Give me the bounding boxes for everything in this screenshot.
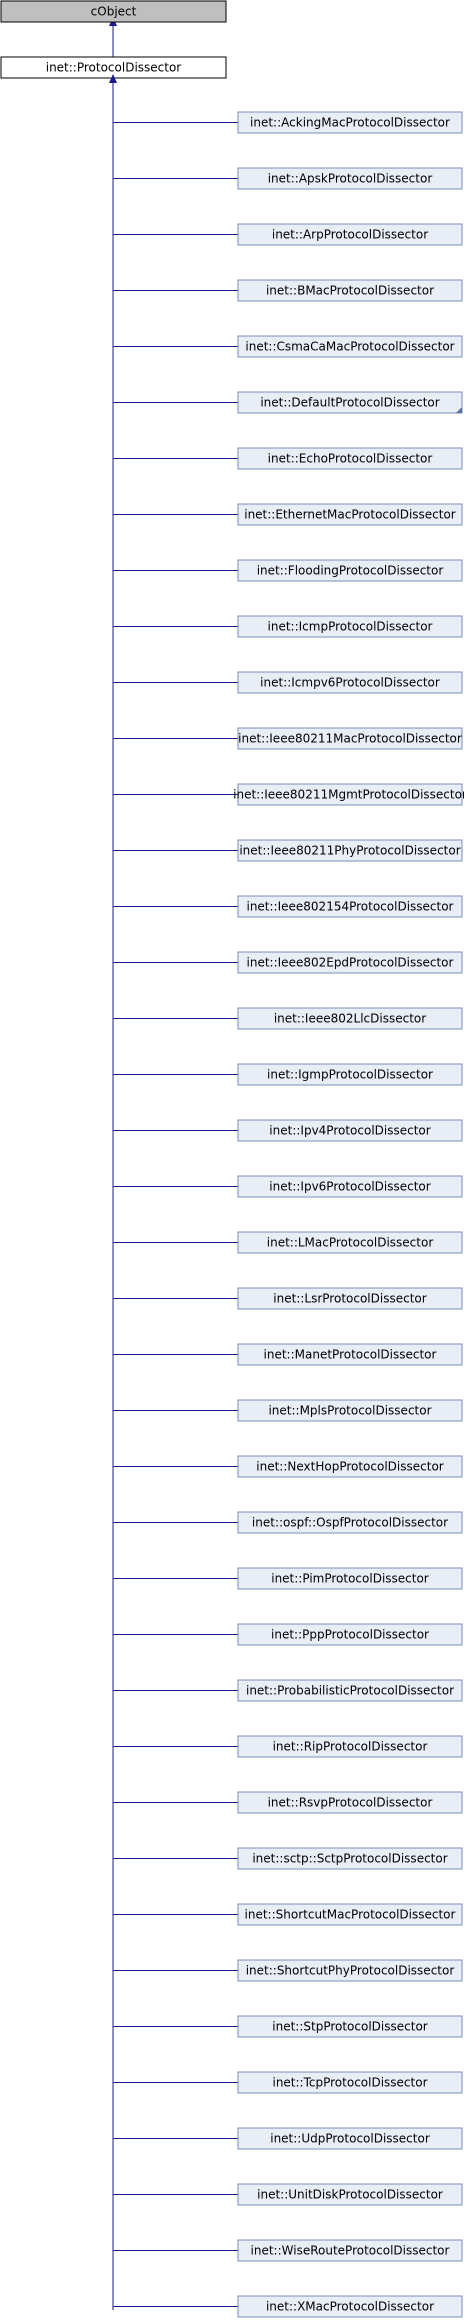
derived-class-node[interactable]: inet::DefaultProtocolDissector	[237, 391, 463, 414]
derived-class-node[interactable]: inet::RsvpProtocolDissector	[237, 1791, 463, 1814]
derived-class-label: inet::LsrProtocolDissector	[273, 1292, 426, 1306]
derived-class-label: inet::Ieee802154ProtocolDissector	[246, 900, 453, 914]
derived-class-node[interactable]: inet::sctp::SctpProtocolDissector	[237, 1847, 463, 1870]
derived-class-node[interactable]: inet::IcmpProtocolDissector	[237, 615, 463, 638]
derived-class-label: inet::ApskProtocolDissector	[268, 172, 433, 186]
derived-class-label: inet::LMacProtocolDissector	[267, 1236, 434, 1250]
derived-class-label: inet::UnitDiskProtocolDissector	[257, 2188, 443, 2202]
derived-class-node[interactable]: inet::TcpProtocolDissector	[237, 2071, 463, 2094]
derived-class-node[interactable]: inet::Ipv6ProtocolDissector	[237, 1175, 463, 1198]
derived-class-label: inet::AckingMacProtocolDissector	[250, 116, 450, 130]
derived-class-node[interactable]: inet::StpProtocolDissector	[237, 2015, 463, 2038]
derived-class-node[interactable]: inet::UdpProtocolDissector	[237, 2127, 463, 2150]
derived-class-label: inet::ArpProtocolDissector	[272, 228, 428, 242]
derived-class-node[interactable]: inet::CsmaCaMacProtocolDissector	[237, 335, 463, 358]
derived-class-node[interactable]: inet::ProbabilisticProtocolDissector	[237, 1679, 463, 1702]
derived-class-label: inet::RsvpProtocolDissector	[268, 1796, 433, 1810]
derived-class-node[interactable]: inet::Ieee80211PhyProtocolDissector	[237, 839, 463, 862]
derived-class-node[interactable]: inet::ospf::OspfProtocolDissector	[237, 1511, 463, 1534]
derived-class-node[interactable]: inet::ShortcutPhyProtocolDissector	[237, 1959, 463, 1982]
derived-class-node[interactable]: inet::WiseRouteProtocolDissector	[237, 2239, 463, 2262]
derived-class-node[interactable]: inet::ArpProtocolDissector	[237, 223, 463, 246]
derived-class-node[interactable]: inet::EthernetMacProtocolDissector	[237, 503, 463, 526]
root-class-label: cObject	[91, 5, 137, 19]
derived-class-label: inet::IgmpProtocolDissector	[267, 1068, 433, 1082]
derived-class-node[interactable]: inet::RipProtocolDissector	[237, 1735, 463, 1758]
derived-class-label: inet::DefaultProtocolDissector	[260, 396, 439, 410]
derived-class-node[interactable]: inet::UnitDiskProtocolDissector	[237, 2183, 463, 2206]
derived-class-label: inet::CsmaCaMacProtocolDissector	[245, 340, 454, 354]
derived-class-label: inet::ospf::OspfProtocolDissector	[252, 1516, 448, 1530]
derived-class-label: inet::MplsProtocolDissector	[268, 1404, 431, 1418]
derived-class-label: inet::XMacProtocolDissector	[266, 2300, 434, 2314]
derived-class-label: inet::Ieee80211PhyProtocolDissector	[239, 844, 460, 858]
derived-class-node[interactable]: inet::ApskProtocolDissector	[237, 167, 463, 190]
derived-class-node[interactable]: inet::Ieee802154ProtocolDissector	[237, 895, 463, 918]
derived-classes: inet::AckingMacProtocolDissectorinet::Ap…	[113, 111, 464, 2318]
derived-class-label: inet::sctp::SctpProtocolDissector	[252, 1852, 447, 1866]
derived-class-label: inet::RipProtocolDissector	[273, 1740, 428, 1754]
base-class-node[interactable]: inet::ProtocolDissector	[0, 56, 227, 79]
derived-class-label: inet::BMacProtocolDissector	[266, 284, 434, 298]
derived-class-node[interactable]: inet::ShortcutMacProtocolDissector	[237, 1903, 463, 1926]
derived-class-label: inet::WiseRouteProtocolDissector	[251, 2244, 450, 2258]
base-class-label: inet::ProtocolDissector	[46, 61, 182, 75]
derived-class-label: inet::StpProtocolDissector	[272, 2020, 428, 2034]
derived-class-label: inet::ProbabilisticProtocolDissector	[246, 1684, 454, 1698]
derived-class-label: inet::Icmpv6ProtocolDissector	[260, 676, 440, 690]
derived-class-label: inet::Ipv4ProtocolDissector	[269, 1124, 430, 1138]
derived-class-node[interactable]: inet::BMacProtocolDissector	[237, 279, 463, 302]
derived-class-node[interactable]: inet::IgmpProtocolDissector	[237, 1063, 463, 1086]
derived-class-label: inet::Ieee802EpdProtocolDissector	[247, 956, 454, 970]
derived-class-node[interactable]: inet::NextHopProtocolDissector	[237, 1455, 463, 1478]
derived-class-label: inet::EchoProtocolDissector	[268, 452, 433, 466]
derived-class-label: inet::IcmpProtocolDissector	[268, 620, 433, 634]
derived-class-node[interactable]: inet::PppProtocolDissector	[237, 1623, 463, 1646]
derived-class-node[interactable]: inet::Ipv4ProtocolDissector	[237, 1119, 463, 1142]
derived-class-node[interactable]: inet::EchoProtocolDissector	[237, 447, 463, 470]
root-class-node[interactable]: cObject	[0, 0, 227, 23]
derived-class-node[interactable]: inet::PimProtocolDissector	[237, 1567, 463, 1590]
derived-class-label: inet::Ipv6ProtocolDissector	[269, 1180, 430, 1194]
derived-class-node[interactable]: inet::Ieee80211MacProtocolDissector	[237, 727, 463, 750]
derived-class-label: inet::FloodingProtocolDissector	[257, 564, 444, 578]
derived-class-node[interactable]: inet::AckingMacProtocolDissector	[237, 111, 463, 134]
derived-class-node[interactable]: inet::Ieee802LlcDissector	[237, 1007, 463, 1030]
derived-class-label: inet::PimProtocolDissector	[271, 1572, 429, 1586]
derived-class-node[interactable]: inet::LMacProtocolDissector	[237, 1231, 463, 1254]
derived-class-label: inet::Ieee80211MgmtProtocolDissector	[233, 788, 464, 802]
derived-class-node[interactable]: inet::MplsProtocolDissector	[237, 1399, 463, 1422]
derived-class-label: inet::Ieee80211MacProtocolDissector	[238, 732, 462, 746]
derived-class-label: inet::PppProtocolDissector	[271, 1628, 429, 1642]
derived-class-label: inet::ManetProtocolDissector	[264, 1348, 437, 1362]
derived-class-label: inet::ShortcutPhyProtocolDissector	[246, 1964, 455, 1978]
derived-class-node[interactable]: inet::Ieee80211MgmtProtocolDissector	[233, 783, 464, 806]
derived-class-label: inet::Ieee802LlcDissector	[274, 1012, 426, 1026]
derived-class-node[interactable]: inet::FloodingProtocolDissector	[237, 559, 463, 582]
derived-class-label: inet::ShortcutMacProtocolDissector	[245, 1908, 456, 1922]
more-subclasses-icon	[456, 407, 462, 413]
derived-class-node[interactable]: inet::LsrProtocolDissector	[237, 1287, 463, 1310]
derived-class-node[interactable]: inet::Icmpv6ProtocolDissector	[237, 671, 463, 694]
derived-class-label: inet::NextHopProtocolDissector	[256, 1460, 444, 1474]
derived-class-node[interactable]: inet::XMacProtocolDissector	[237, 2295, 463, 2318]
derived-class-node[interactable]: inet::Ieee802EpdProtocolDissector	[237, 951, 463, 974]
derived-class-node[interactable]: inet::ManetProtocolDissector	[237, 1343, 463, 1366]
derived-class-label: inet::UdpProtocolDissector	[270, 2132, 430, 2146]
derived-class-label: inet::TcpProtocolDissector	[272, 2076, 427, 2090]
derived-class-label: inet::EthernetMacProtocolDissector	[244, 508, 456, 522]
